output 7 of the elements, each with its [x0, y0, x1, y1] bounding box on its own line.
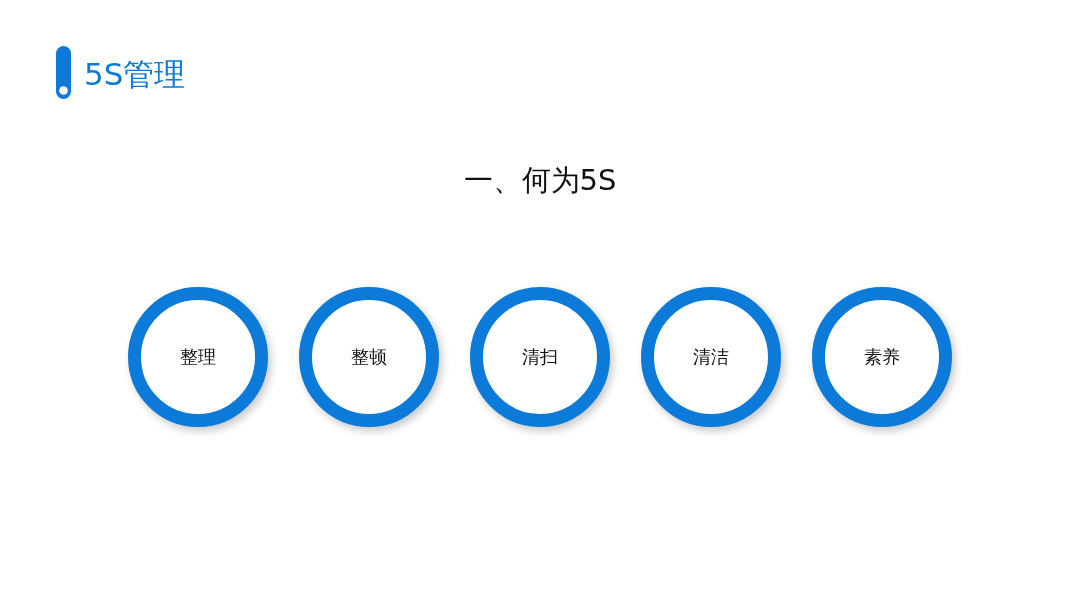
- section-heading: 一、何为5S: [463, 162, 617, 199]
- circle-label: 清扫: [522, 345, 558, 369]
- page-title: 5S管理: [84, 55, 186, 94]
- circle-label: 素养: [864, 345, 900, 369]
- circle-label: 整理: [180, 345, 216, 369]
- circle-label: 清洁: [693, 345, 729, 369]
- circle-label: 整顿: [351, 345, 387, 369]
